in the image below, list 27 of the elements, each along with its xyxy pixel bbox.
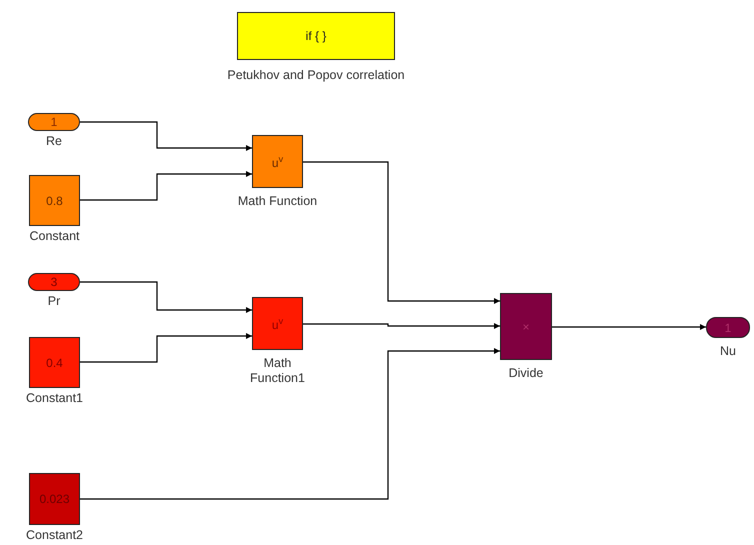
function-block: 0.023: [29, 473, 80, 525]
block-label: Re: [46, 134, 62, 149]
block-label: Nu: [720, 344, 736, 359]
block-label: Math Function1: [249, 356, 306, 386]
signal-line: [303, 161, 500, 304]
block-label: Math Function: [238, 194, 318, 209]
block-label: Constant2: [26, 528, 83, 543]
block-label: Divide: [508, 366, 544, 381]
port-block: 1: [28, 113, 80, 131]
signal-line: [80, 281, 252, 313]
block-label: Petukhov and Popov correlation: [227, 68, 405, 83]
block-label: Constant: [29, 229, 80, 244]
signal-line: [80, 171, 252, 201]
block-label: Constant1: [26, 391, 83, 406]
signal-line: [303, 323, 500, 329]
function-block: u$^{v}$: [252, 135, 303, 188]
function-block: ×: [500, 293, 552, 360]
signal-line: [80, 348, 500, 500]
port-block: 3: [28, 273, 80, 291]
signal-line: [80, 333, 252, 363]
function-block: u$^{v}$: [252, 297, 303, 350]
function-block: 0.4: [29, 337, 80, 388]
block-label: Pr: [48, 294, 60, 309]
signal-line: [80, 121, 252, 151]
function-block: 0.8: [29, 175, 80, 226]
function-block: if { }: [237, 12, 395, 60]
signal-line: [552, 324, 706, 330]
